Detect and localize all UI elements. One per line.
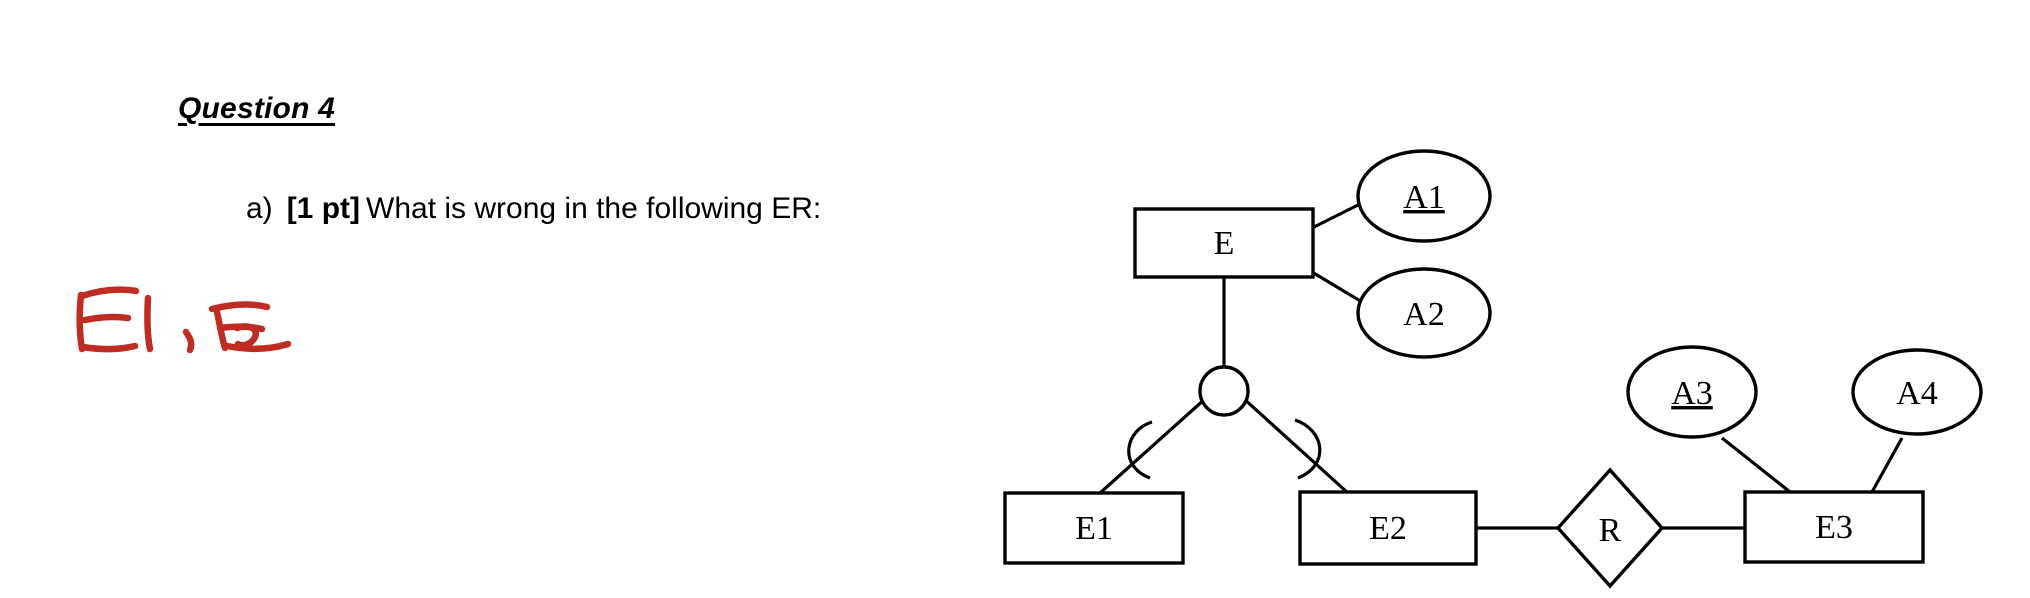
entity-E1-label: E1: [1075, 510, 1113, 547]
attribute-A4[interactable]: A4: [1851, 348, 1983, 436]
attribute-A1-label: A1: [1403, 179, 1445, 216]
isa-circle[interactable]: [1198, 365, 1250, 417]
edge-isa-to-e1: [1098, 396, 1208, 495]
edge-a3-to-e3: [1721, 436, 1791, 494]
attribute-A2-label: A2: [1403, 296, 1445, 333]
question-prompt-text: What is wrong in the following ER:: [366, 192, 822, 225]
entity-E1-box[interactable]: [1003, 491, 1185, 565]
page-title: Question 4: [178, 92, 336, 125]
attribute-A3-label: A3: [1671, 375, 1713, 412]
entity-E3-box[interactable]: [1743, 490, 1925, 564]
attribute-A1-ellipse[interactable]: [1356, 149, 1492, 243]
isa-subset-arc-left: [1127, 420, 1153, 480]
edge-a4-to-e3: [1870, 437, 1904, 493]
entity-E-label: E: [1214, 225, 1235, 262]
entity-E-box[interactable]: [1133, 207, 1315, 279]
entity-E2[interactable]: E2: [1298, 490, 1478, 566]
question-points-label: [1 pt]: [286, 192, 361, 225]
entity-E3-label: E3: [1815, 509, 1853, 546]
attribute-A2[interactable]: A2: [1356, 267, 1492, 359]
relationship-R-label: R: [1599, 512, 1622, 549]
question-item-marker: a): [246, 192, 273, 225]
attribute-A1[interactable]: A1: [1356, 149, 1492, 243]
relationship-R-diamond[interactable]: [1555, 467, 1665, 589]
isa-circle-shape[interactable]: [1198, 365, 1250, 417]
entity-E2-label: E2: [1369, 510, 1407, 547]
attribute-A4-ellipse[interactable]: [1851, 348, 1983, 436]
attribute-A4-label: A4: [1896, 375, 1938, 412]
entity-E3[interactable]: E3: [1743, 490, 1925, 564]
entity-E[interactable]: E: [1133, 207, 1315, 279]
attribute-A3[interactable]: A3: [1626, 345, 1758, 439]
relationship-R[interactable]: R: [1555, 467, 1665, 589]
attribute-A2-ellipse[interactable]: [1356, 267, 1492, 359]
edge-isa-to-e2: [1241, 396, 1350, 495]
entity-E1[interactable]: E1: [1003, 491, 1185, 565]
question-item-a: a) [1 pt]What is wrong in the following E…: [246, 192, 821, 225]
attribute-A3-ellipse[interactable]: [1626, 345, 1758, 439]
entity-E2-box[interactable]: [1298, 490, 1478, 566]
isa-subset-arc-right: [1294, 418, 1322, 480]
